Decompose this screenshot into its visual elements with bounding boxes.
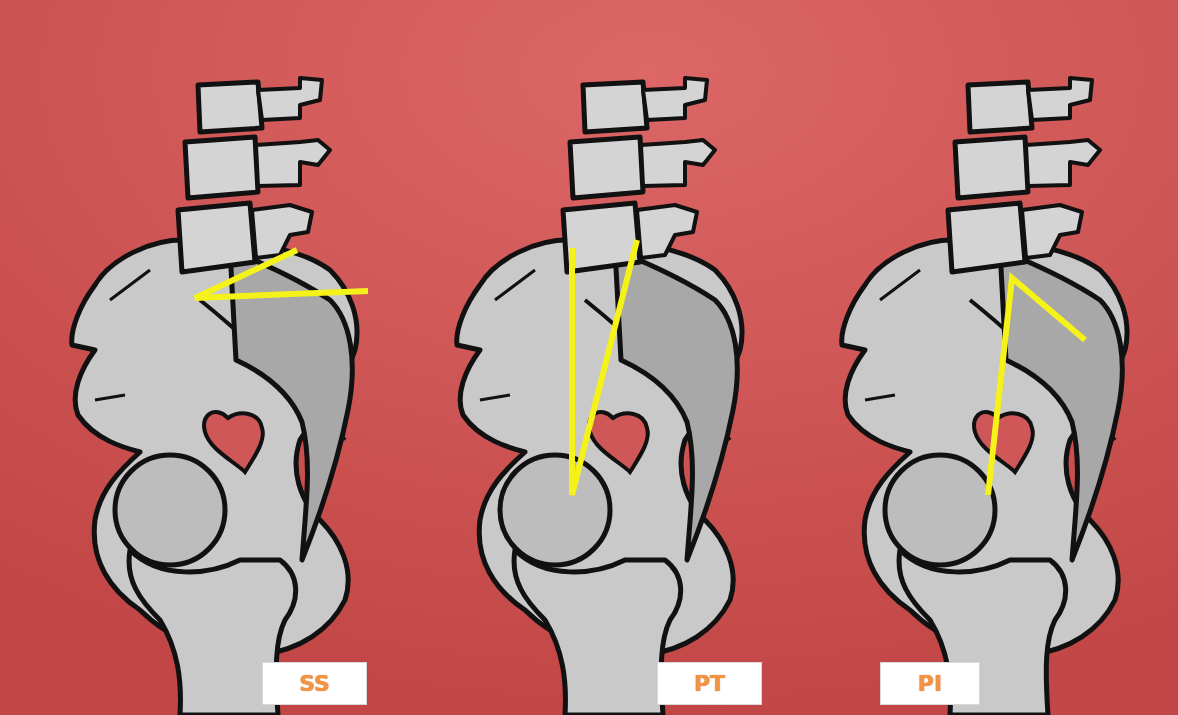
label-box: SS: [262, 662, 367, 705]
angle-line: [572, 240, 637, 495]
angle-label: SS: [299, 671, 330, 696]
angle-label: PT: [694, 671, 725, 696]
angle-line: [988, 278, 1085, 495]
angle-line: [195, 250, 368, 298]
pelvis-drawing: [457, 78, 742, 715]
pelvis-drawing: [72, 78, 357, 715]
label-box: PI: [880, 662, 980, 705]
label-box: PT: [657, 662, 762, 705]
pelvis-drawing: [842, 78, 1127, 715]
angle-label: PI: [918, 671, 942, 696]
